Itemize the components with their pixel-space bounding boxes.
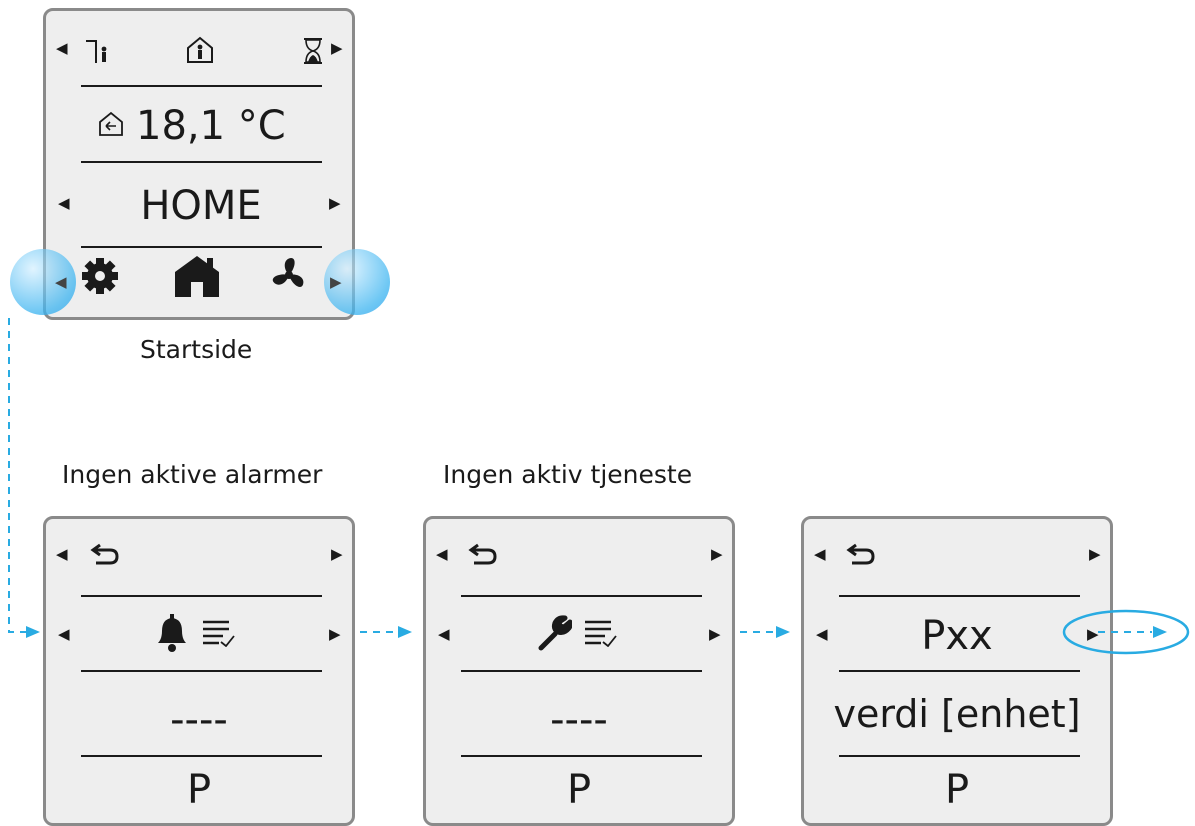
divider	[461, 755, 702, 757]
right-arrow-icon[interactable]: ▶	[1089, 545, 1101, 563]
divider	[81, 595, 322, 597]
service-value: ----	[550, 697, 608, 743]
house-arrow-icon	[98, 111, 124, 137]
left-arrow-icon[interactable]: ◀	[814, 545, 826, 563]
left-arrow-icon[interactable]: ◀	[56, 39, 68, 57]
flow-arrowhead	[1153, 626, 1167, 638]
divider	[839, 595, 1080, 597]
flow-line-start-to-alarm	[8, 318, 28, 633]
left-arrow-icon[interactable]: ◀	[56, 545, 68, 563]
temperature-value: 18,1 °C	[136, 103, 286, 149]
left-arrow-icon[interactable]: ◀	[55, 273, 67, 291]
flow-arrowhead	[26, 626, 40, 638]
left-arrow-icon[interactable]: ◀	[438, 625, 450, 643]
footer-label: P	[566, 767, 592, 813]
left-arrow-icon[interactable]: ◀	[58, 625, 70, 643]
back-arrow-icon[interactable]	[846, 541, 876, 567]
service-screen: ◀ ▶ ◀ ▶ ---- P	[423, 516, 735, 826]
alarm-screen: ◀ ▶ ◀ ▶ ---- P	[43, 516, 355, 826]
right-arrow-icon[interactable]: ▶	[711, 545, 723, 563]
alarm-value: ----	[170, 697, 228, 743]
left-arrow-icon[interactable]: ◀	[58, 194, 70, 212]
list-check-icon	[201, 619, 235, 647]
fan-icon[interactable]	[269, 255, 309, 295]
parameter-value: verdi [enhet]	[833, 692, 1081, 736]
right-arrow-icon[interactable]: ▶	[331, 545, 343, 563]
back-arrow-icon[interactable]	[90, 541, 120, 567]
house-icon[interactable]	[173, 254, 221, 298]
divider	[81, 246, 322, 248]
divider	[839, 670, 1080, 672]
divider	[81, 85, 322, 87]
flow-arrowhead	[398, 626, 412, 638]
divider	[81, 755, 322, 757]
footer-label: P	[186, 767, 212, 813]
parameter-screen: ◀ ▶ ◀ Pxx ▶ verdi [enhet] P	[801, 516, 1113, 826]
right-arrow-icon[interactable]: ▶	[330, 273, 342, 291]
right-arrow-icon[interactable]: ▶	[329, 625, 341, 643]
person-home-icon[interactable]	[185, 35, 215, 65]
divider	[461, 595, 702, 597]
wrench-icon	[536, 615, 572, 651]
left-button-highlight[interactable]	[10, 249, 76, 315]
right-arrow-icon[interactable]: ▶	[1087, 625, 1099, 643]
footer-label: P	[944, 767, 970, 813]
right-arrow-icon[interactable]: ▶	[709, 625, 721, 643]
right-button-highlight[interactable]	[324, 249, 390, 315]
person-exit-icon[interactable]	[84, 37, 112, 65]
right-arrow-icon[interactable]: ▶	[331, 39, 343, 57]
hourglass-icon[interactable]	[302, 37, 324, 65]
flow-arrowhead	[776, 626, 790, 638]
screen-caption: Ingen aktiv tjeneste	[443, 460, 693, 489]
bell-icon	[154, 613, 190, 653]
divider	[461, 670, 702, 672]
left-arrow-icon[interactable]: ◀	[816, 625, 828, 643]
right-arrow-icon[interactable]: ▶	[329, 194, 341, 212]
startpage-caption: Startside	[140, 335, 253, 364]
left-arrow-icon[interactable]: ◀	[436, 545, 448, 563]
gear-icon[interactable]	[80, 256, 120, 296]
parameter-name: Pxx	[921, 613, 993, 659]
mode-label: HOME	[140, 183, 262, 229]
divider	[839, 755, 1080, 757]
start-screen: ◀ ▶ 18,1 °C ◀ HOME ▶	[43, 8, 355, 320]
divider	[81, 670, 322, 672]
back-arrow-icon[interactable]	[468, 541, 498, 567]
screen-caption: Ingen aktive alarmer	[62, 460, 323, 489]
divider	[81, 161, 322, 163]
list-check-icon	[583, 619, 617, 647]
